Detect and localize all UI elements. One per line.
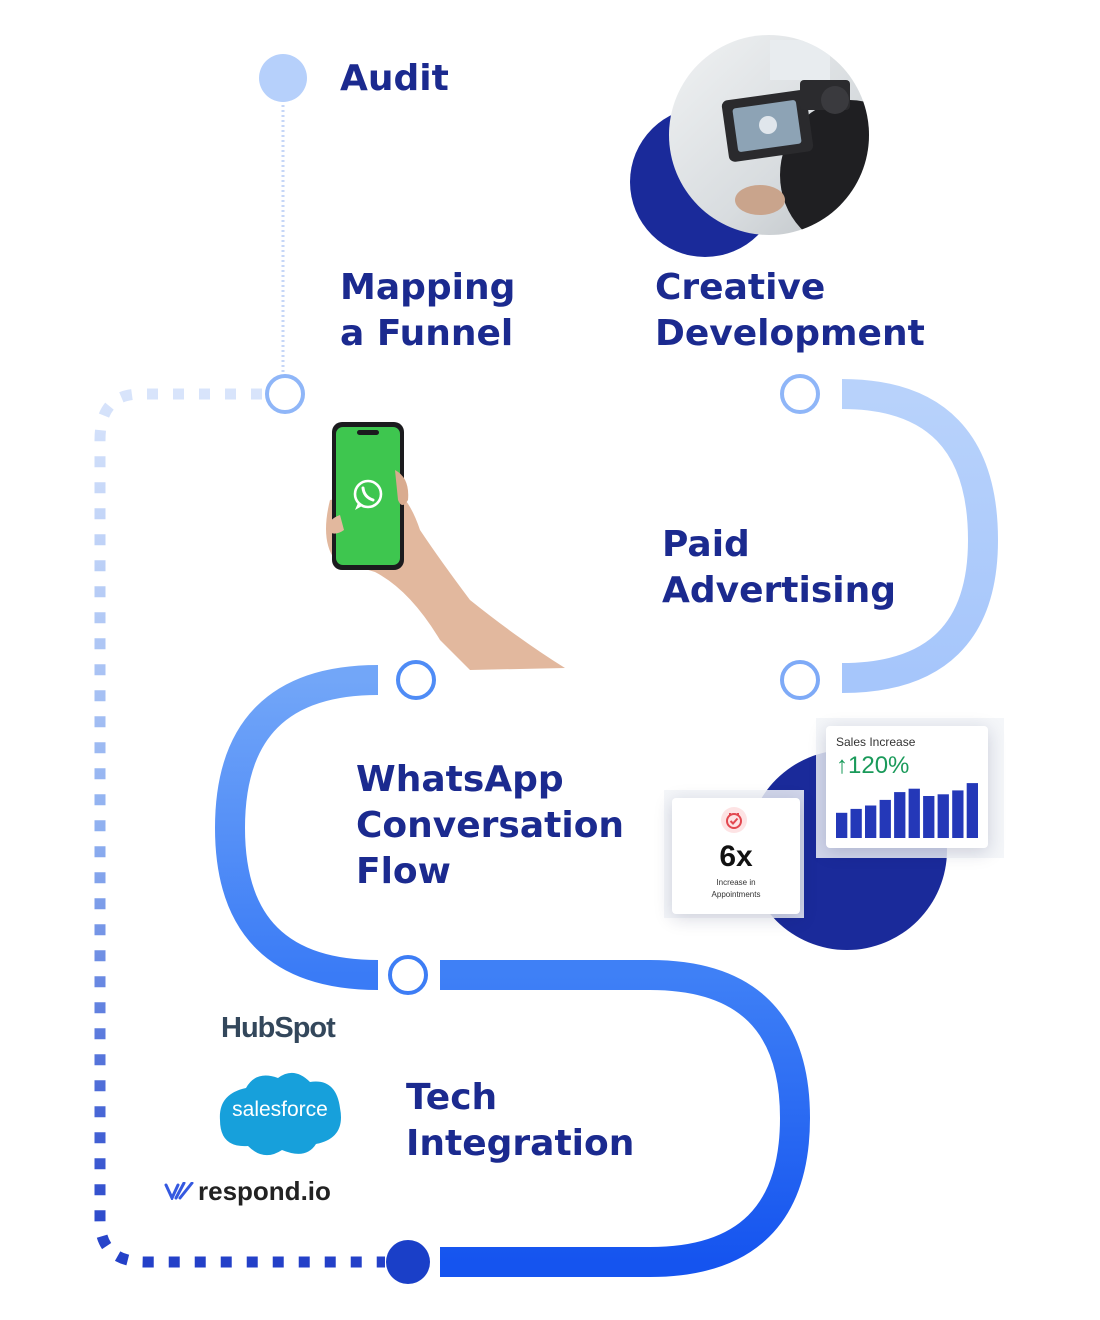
- node-advertising-start: [396, 660, 436, 700]
- phone-in-hand: [326, 422, 565, 670]
- sales-increase-card: Sales Increase ↑120%: [826, 726, 988, 848]
- node-tech-integration: [386, 1240, 430, 1284]
- node-paid-advertising: [780, 660, 820, 700]
- sales-bar: [879, 799, 891, 838]
- appointments-card: 6x Increase in Appointments: [672, 798, 800, 914]
- step-label-audit: Audit: [340, 58, 449, 99]
- sales-card-title: Sales Increase: [836, 735, 916, 749]
- sales-bar: [937, 794, 949, 838]
- hubspot-logo: HubSpot: [221, 1012, 336, 1044]
- whatsapp-icon: [353, 479, 383, 510]
- step-label-paid-advertising: Paid Advertising: [662, 524, 896, 611]
- calendar-check-icon: [721, 807, 747, 833]
- sales-bar: [952, 790, 964, 838]
- sales-bar: [966, 783, 978, 838]
- sales-card-value: ↑120%: [836, 752, 909, 780]
- return-dotted-path: [94, 388, 385, 1268]
- step-label-whatsapp-flow: WhatsApp Conversation Flow: [356, 759, 625, 892]
- respond-logo-icon: [164, 1182, 194, 1200]
- appointments-caption-line1: Increase in: [716, 878, 756, 887]
- node-audit: [259, 54, 307, 102]
- sales-card-percent: 120%: [848, 752, 910, 779]
- appointments-caption-line2: Appointments: [711, 890, 761, 899]
- salesforce-logo-cloud: [219, 1072, 341, 1156]
- appointments-value: 6x: [719, 840, 753, 873]
- path-loop-paid-advertising: [841, 379, 999, 693]
- node-whatsapp-flow: [388, 955, 428, 995]
- step-label-tech-integration: Tech Integration: [406, 1077, 635, 1164]
- sales-bar: [850, 808, 862, 838]
- sales-bar: [908, 788, 920, 838]
- salesforce-logo-text: salesforce: [232, 1098, 328, 1121]
- path-loop-tech-integration: [440, 960, 811, 1277]
- respond-io-logo: respond.io: [198, 1176, 331, 1206]
- arrow-up-icon: ↑: [836, 752, 848, 779]
- step-label-mapping-funnel: Mapping a Funnel: [340, 267, 516, 354]
- step-label-creative-development: Creative Development: [655, 267, 925, 354]
- node-creative: [780, 374, 820, 414]
- sales-bar-chart: [836, 783, 978, 838]
- node-mapping-funnel: [265, 374, 305, 414]
- sales-bar: [865, 805, 877, 838]
- path-loop-whatsapp: [214, 665, 379, 990]
- sales-bar: [894, 792, 906, 838]
- camera-photo: [669, 35, 869, 235]
- sales-bar: [923, 796, 935, 838]
- sales-bar: [836, 812, 848, 838]
